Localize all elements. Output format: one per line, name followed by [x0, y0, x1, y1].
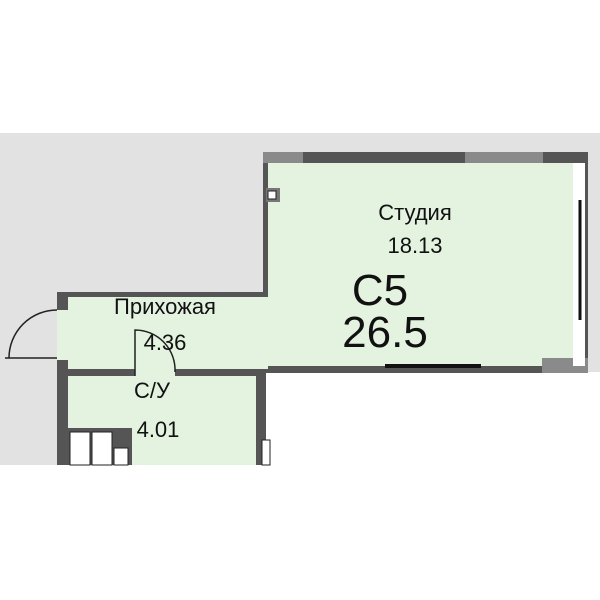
- studio-name: Студия: [378, 200, 452, 225]
- entrance-door-swing: [5, 309, 58, 359]
- toilet-icon: [69, 431, 91, 466]
- bathroom-door-swing: [134, 329, 176, 376]
- sink-icon: [91, 431, 113, 466]
- neighbor-fixture: [261, 439, 271, 466]
- apartment-code: C5: [351, 266, 409, 315]
- outside-area: [266, 372, 600, 465]
- apartment-total-area: 26.5: [342, 308, 428, 357]
- wall-segment: [465, 152, 543, 163]
- bathroom-name: С/У: [134, 378, 170, 403]
- studio-area: 18.13: [387, 233, 443, 258]
- window-sill: [385, 364, 481, 368]
- hallway-name: Прихожая: [114, 294, 216, 319]
- hallway-area: 4.36: [143, 330, 187, 355]
- bathroom-area: 4.01: [136, 417, 180, 442]
- entrance-door-opening[interactable]: [57, 310, 68, 360]
- drain-icon: [113, 447, 129, 466]
- studio-room[interactable]: [268, 163, 573, 366]
- hallway-room[interactable]: [68, 297, 268, 369]
- wall-corner: [263, 152, 303, 163]
- vent-icon: [267, 190, 277, 200]
- bathroom-door-opening[interactable]: [135, 369, 175, 377]
